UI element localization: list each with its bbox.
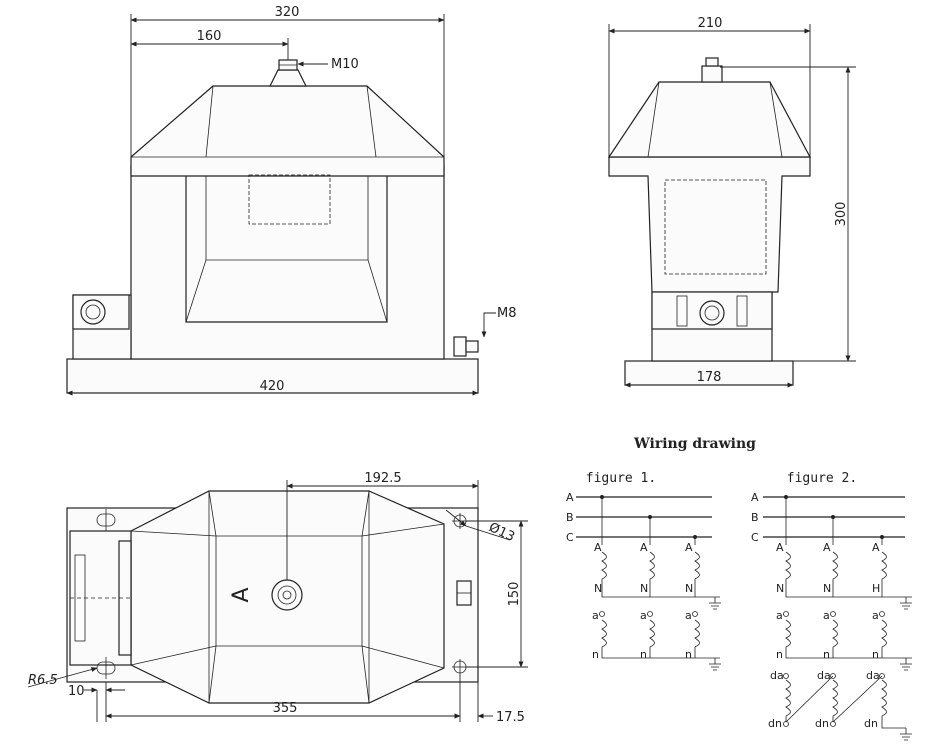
figure2-primary-top-1: A [776, 541, 784, 554]
side-top-bolt [701, 57, 723, 83]
figure1-bus-b: B [566, 511, 574, 524]
figure2-primary-bot-2: N [823, 582, 831, 595]
figure1-primary-top-2: A [640, 541, 648, 554]
figure1-sec-bot-2: n [640, 648, 647, 661]
top-dim-hole: Ø13 [486, 520, 517, 545]
side-dim-width: 210 [698, 16, 723, 31]
wiring-section: Wiring drawing [633, 436, 756, 452]
side-middle-body [608, 156, 811, 293]
figure2-sec-bot-3: n [872, 648, 879, 661]
wiring-figure-2: figure 2. A B C A A A N N H a a a n n n [751, 471, 912, 741]
top-dim-length: 355 [273, 701, 298, 716]
front-upper-body [130, 85, 445, 177]
front-terminal-box [72, 294, 132, 360]
front-nameplate [248, 174, 331, 225]
side-nameplate [664, 179, 767, 275]
top-view: A 192.5 Ø13 150 R6.5 10 355 17.5 [27, 471, 528, 725]
front-window-frame [185, 176, 388, 323]
figure2-sec-top-1: a [776, 609, 783, 622]
figure2-ter-top-1: da [770, 669, 784, 682]
front-label-m8: M8 [497, 306, 517, 321]
figure1-primary-top-1: A [594, 541, 602, 554]
front-label-m10: M10 [331, 57, 359, 72]
figure2-primary-top-2: A [823, 541, 831, 554]
figure2-sec-top-3: a [872, 609, 879, 622]
figure1-primary-bot-1: N [594, 582, 602, 595]
side-view: 210 300 178 [607, 16, 856, 388]
mount-hole-tl [96, 509, 116, 531]
figure2-ter-top-3: da [866, 669, 880, 682]
front-lower-body [130, 165, 445, 360]
front-side-bolt [453, 336, 479, 357]
figure1-sec-top-1: a [592, 609, 599, 622]
figure2-ter-top-2: da [817, 669, 831, 682]
side-terminal-box [651, 291, 773, 330]
top-terminal-box [69, 530, 132, 666]
figure1-title: figure 1. [586, 471, 656, 486]
figure2-primary-top-3: A [872, 541, 880, 554]
side-dim-base: 178 [697, 370, 722, 385]
wiring-title: Wiring drawing [633, 436, 756, 452]
figure1-sec-bot-3: n [685, 648, 692, 661]
figure1-sec-bot-1: n [592, 648, 599, 661]
side-base-plate [624, 360, 794, 386]
figure1-primary-bot-2: N [640, 582, 648, 595]
figure2-title: figure 2. [787, 471, 857, 486]
figure2-sec-bot-2: n [823, 648, 830, 661]
front-view: 320 160 M10 420 M8 [66, 5, 517, 396]
side-dim-height: 300 [834, 202, 849, 227]
front-dim-half: 160 [197, 29, 222, 44]
figure1-bus-c: C [566, 531, 574, 544]
figure1-primary-bot-3: N [685, 582, 693, 595]
figure2-primary-bot-3: H [872, 582, 880, 595]
top-body-outline [130, 490, 445, 704]
top-dim-height: 150 [507, 582, 522, 607]
figure2-ter-bot-3: dn [864, 717, 878, 730]
top-side-bolt [456, 580, 472, 606]
front-dim-width: 320 [275, 5, 300, 20]
figure2-sec-bot-1: n [776, 648, 783, 661]
figure2-bus-c: C [751, 531, 759, 544]
figure2-bus-a: A [751, 491, 759, 504]
top-dim-edge: 10 [68, 684, 85, 699]
figure1-bus-a: A [566, 491, 574, 504]
figure2-ter-bot-2: dn [815, 717, 829, 730]
top-dim-radius: R6.5 [28, 673, 58, 688]
top-dim-right: 17.5 [496, 710, 525, 725]
figure1-primary-top-3: A [685, 541, 693, 554]
figure2-ter-bot-1: dn [768, 717, 782, 730]
figure2-sec-top-2: a [823, 609, 830, 622]
top-dim-offset: 192.5 [364, 471, 401, 486]
figure2-bus-b: B [751, 511, 759, 524]
front-dim-base: 420 [260, 379, 285, 394]
figure1-sec-top-3: a [685, 609, 692, 622]
figure2-primary-bot-1: N [776, 582, 784, 595]
top-terminal-label: A [229, 587, 254, 602]
wiring-figure-1: figure 1. A B C A A A N N N a a a n n n [566, 471, 721, 671]
figure1-sec-top-2: a [640, 609, 647, 622]
front-base-plate [66, 358, 479, 394]
